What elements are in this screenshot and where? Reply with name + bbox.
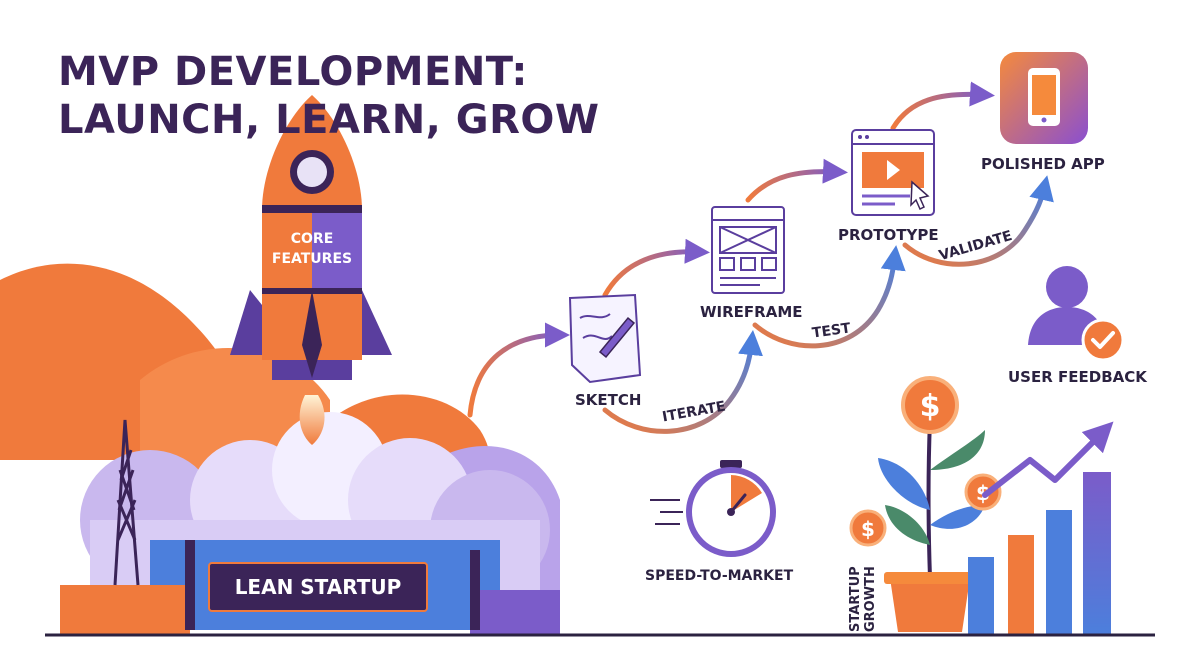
arrow-test xyxy=(752,245,906,349)
stopwatch-icon xyxy=(650,460,776,557)
growth-label-line-2: GROWTH xyxy=(863,566,878,632)
lean-startup-sign: LEAN STARTUP xyxy=(208,562,428,612)
entry-arrow xyxy=(467,322,570,418)
growth-plant-icon xyxy=(878,419,985,632)
stage-label-polished-app: POLISHED APP xyxy=(981,155,1105,173)
arrow-wireframe-to-prototype xyxy=(745,158,848,203)
prototype-screen-icon xyxy=(851,129,935,216)
sketch-paper-icon xyxy=(568,293,642,384)
page-title: MVP DEVELOPMENT: LAUNCH, LEARN, GROW xyxy=(58,48,600,144)
user-feedback-icon xyxy=(1028,266,1125,362)
coin-symbol: $ xyxy=(920,389,941,424)
title-line-2: LAUNCH, LEARN, GROW xyxy=(58,97,600,143)
user-feedback-label: USER FEEDBACK xyxy=(1008,368,1147,386)
coin-icons: $ $ $ xyxy=(849,376,1002,547)
startup-growth-label: STARTUP GROWTH xyxy=(848,556,878,632)
coin-symbol: $ xyxy=(861,517,875,541)
launch-tower-icon xyxy=(113,419,140,586)
polished-app-phone-icon xyxy=(1000,52,1088,144)
wireframe-icon xyxy=(711,206,785,294)
growth-trend-arrow xyxy=(982,421,1114,498)
stage-label-wireframe: WIREFRAME xyxy=(700,303,803,321)
rocket-label-line-2: FEATURES xyxy=(271,251,353,267)
speed-to-market-label: SPEED-TO-MARKET xyxy=(645,568,794,584)
lean-startup-label: LEAN STARTUP xyxy=(234,575,402,599)
growth-bars xyxy=(968,472,1111,635)
stage-label-prototype: PROTOTYPE xyxy=(838,226,939,244)
title-line-1: MVP DEVELOPMENT: xyxy=(58,49,528,95)
rocket-label-line-1: CORE xyxy=(290,231,334,247)
rocket-icon xyxy=(230,95,392,445)
stage-label-sketch: SKETCH xyxy=(575,391,642,409)
arrow-iterate xyxy=(602,330,763,434)
arrow-sketch-to-wireframe xyxy=(602,238,710,298)
rocket-label: CORE FEATURES xyxy=(262,229,362,269)
growth-label-line-1: STARTUP xyxy=(848,566,863,632)
arrow-validate xyxy=(902,175,1054,267)
arrow-prototype-to-polished xyxy=(890,81,995,131)
